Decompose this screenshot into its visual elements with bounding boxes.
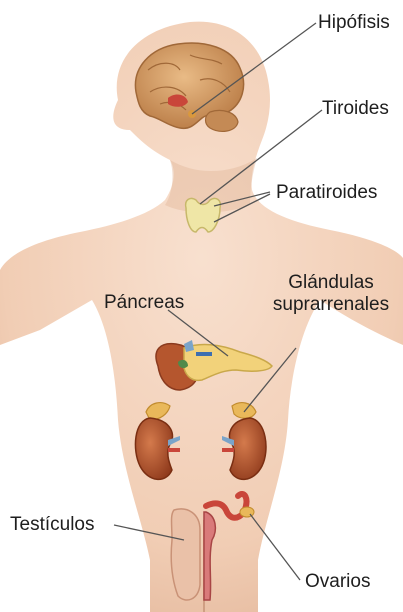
- label-paratiroides: Paratiroides: [276, 182, 377, 204]
- label-hipofisis: Hipófisis: [318, 12, 390, 34]
- label-glandulas-line2: suprarrenales: [266, 294, 396, 316]
- label-glandulas-suprarrenales: Glándulas suprarrenales: [266, 272, 396, 316]
- label-tiroides: Tiroides: [322, 98, 389, 120]
- label-glandulas-line1: Glándulas: [266, 272, 396, 294]
- testicle: [171, 509, 200, 600]
- label-testiculos: Testículos: [10, 514, 94, 536]
- label-pancreas: Páncreas: [104, 292, 184, 314]
- label-ovarios: Ovarios: [305, 571, 370, 593]
